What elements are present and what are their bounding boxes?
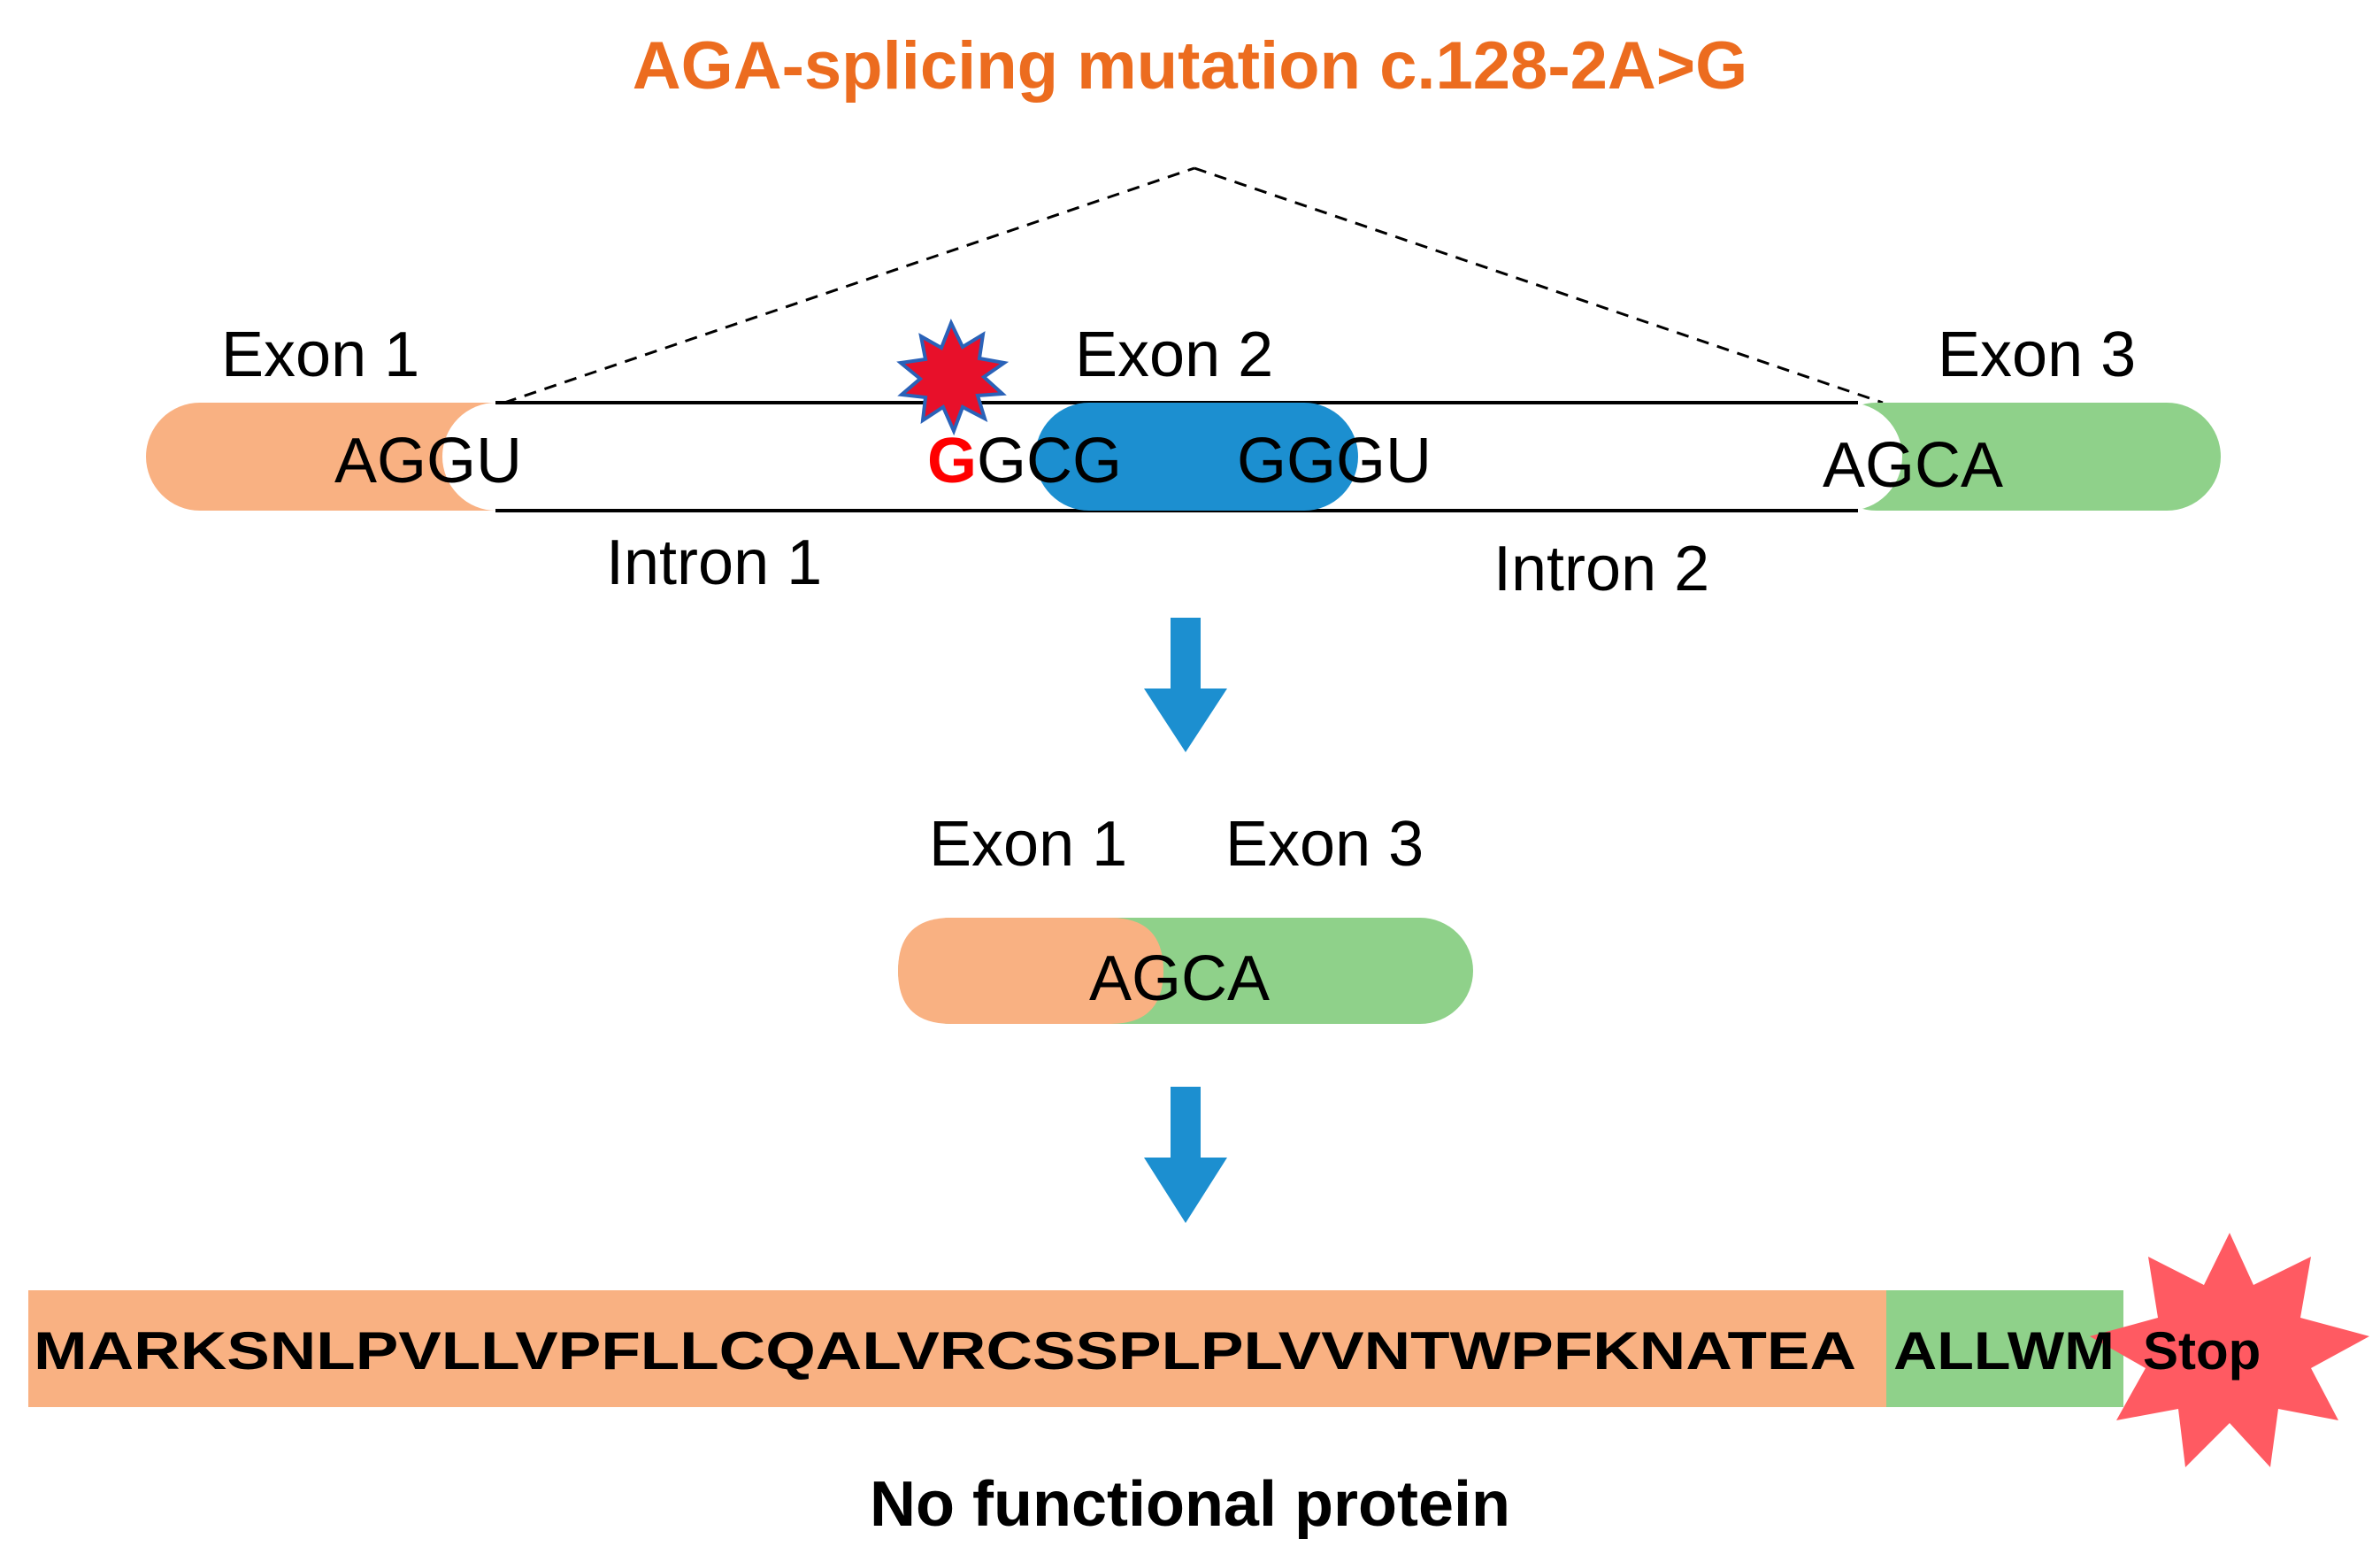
splice-skip-lines bbox=[503, 166, 1884, 404]
intron2-label: Intron 2 bbox=[1493, 534, 1709, 604]
stop-starburst-icon bbox=[2090, 1233, 2369, 1467]
mature-mrna: Exon 1 Exon 3 AGCA bbox=[898, 809, 1473, 1024]
pre-mrna: AGGU GGCG GGGU AGCA Exon 1 Exon 2 Exon 3… bbox=[146, 319, 2221, 604]
down-arrow-icon bbox=[1144, 618, 1227, 752]
mrna-junction-seq: AGCA bbox=[1089, 943, 1270, 1014]
exon1-label: Exon 1 bbox=[221, 319, 419, 390]
protein-sequence: MARKSNLPVLLVPFLLCQALVRCSSPLPLVVNTWPFKNAT… bbox=[28, 1233, 2369, 1467]
exon2-label: Exon 2 bbox=[1075, 319, 1273, 390]
svg-text:AGGU: AGGU bbox=[334, 426, 522, 496]
protein-exon3-part bbox=[1886, 1290, 2123, 1407]
exon2-block bbox=[1035, 403, 1358, 511]
protein-exon1-part bbox=[28, 1290, 1886, 1407]
stop-label: Stop bbox=[2143, 1321, 2261, 1381]
conclusion-text: No functional protein bbox=[870, 1469, 1510, 1540]
mrna-exon1-block bbox=[898, 918, 1163, 1024]
exon2-seq-gcg: GCG bbox=[977, 426, 1122, 496]
diagram-title: AGA-splicing mutation c.128-2A>G bbox=[633, 28, 1748, 104]
mrna-exon1-label: Exon 1 bbox=[929, 809, 1127, 880]
protein-exon1-seq: MARKSNLPVLLVPFLLCQALVRCSSPLPLVVNTWPFKNAT… bbox=[34, 1321, 1856, 1381]
down-arrow-icon bbox=[1144, 1087, 1227, 1223]
svg-text:GGCG: GGCG bbox=[927, 426, 1122, 496]
exon1-seq-ag: AG bbox=[334, 426, 426, 496]
exon1-seq-gu: GU bbox=[426, 426, 522, 496]
exon3-seq: AGCA bbox=[1823, 430, 2003, 501]
intron1-label: Intron 1 bbox=[606, 527, 822, 598]
mutated-base: G bbox=[927, 426, 977, 496]
exon3-label: Exon 3 bbox=[1938, 319, 2136, 390]
protein-exon3-seq: ALLWM bbox=[1893, 1321, 2115, 1381]
exon3-block bbox=[1823, 403, 2221, 511]
exon2-seq-gggu: GGGU bbox=[1237, 426, 1432, 496]
mrna-exon3-label: Exon 3 bbox=[1225, 809, 1424, 880]
mutation-starburst-icon bbox=[896, 319, 1010, 436]
